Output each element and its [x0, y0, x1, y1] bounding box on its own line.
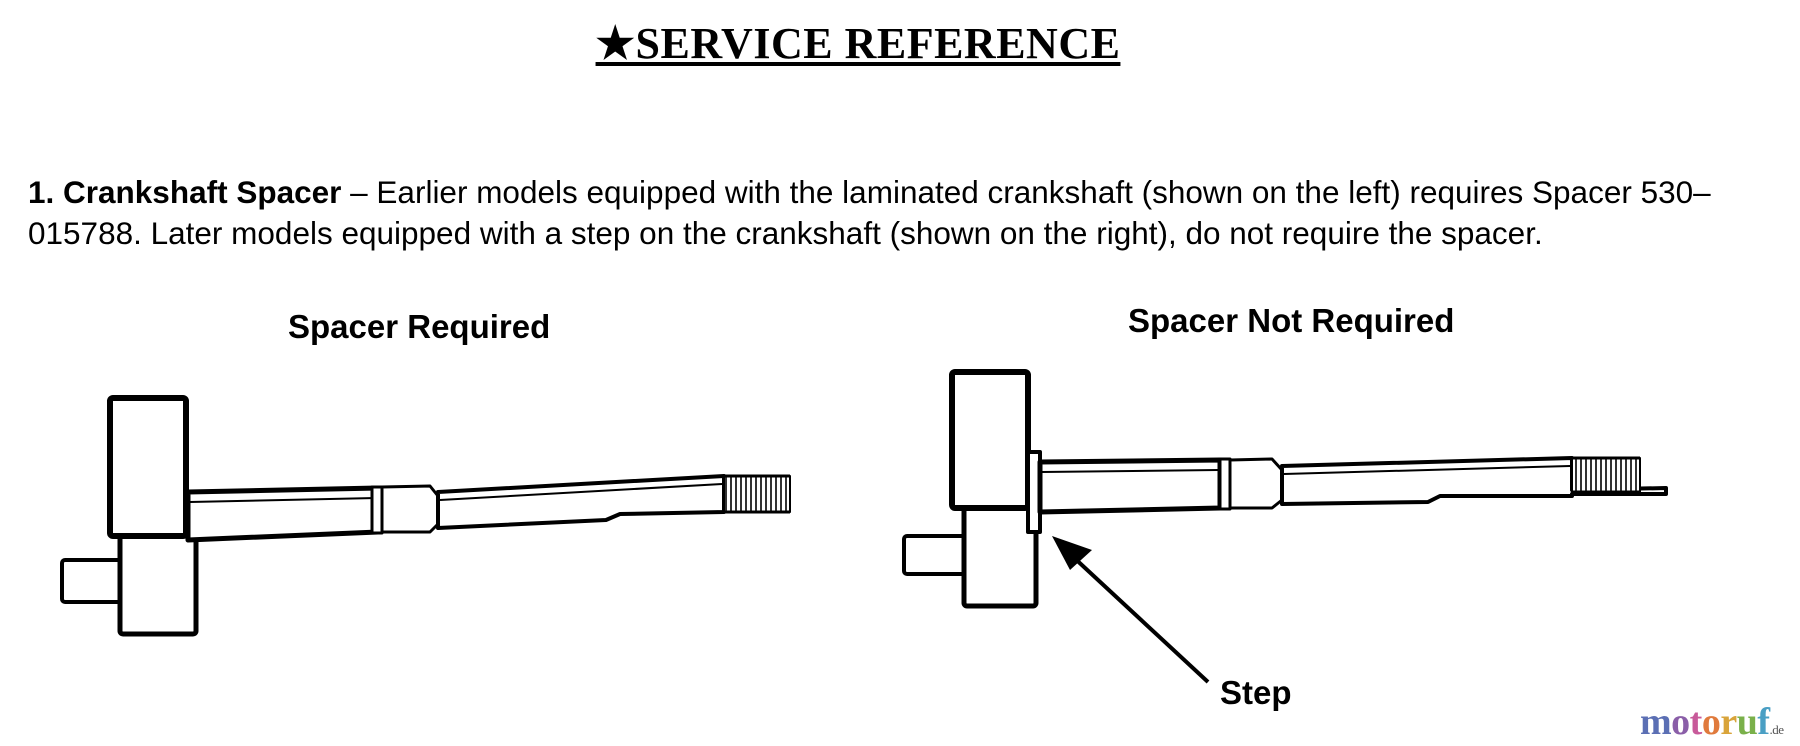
left-figure-caption: Spacer Required — [288, 308, 551, 345]
step-arrow — [1052, 536, 1210, 684]
watermark-letter: m — [1640, 701, 1672, 743]
watermark-text: motoruf — [1640, 701, 1770, 743]
watermark-suffix: .de — [1769, 722, 1784, 737]
right-crankshaft-drawing — [902, 369, 1668, 609]
watermark-letter: o — [1671, 701, 1690, 743]
item-heading: 1. Crankshaft Spacer — [28, 174, 342, 210]
item-paragraph: 1. Crankshaft Spacer – Earlier models eq… — [28, 172, 1788, 254]
watermark-letter: u — [1736, 701, 1758, 743]
watermark-logo: motoruf.de — [1640, 700, 1784, 744]
left-crankshaft-drawing — [60, 395, 791, 637]
watermark-letter: t — [1689, 701, 1703, 743]
watermark-letter: r — [1720, 701, 1737, 743]
title-text: SERVICE REFERENCE — [635, 19, 1121, 68]
star-icon: ★ — [595, 19, 636, 68]
step-label: Step — [1220, 674, 1292, 711]
watermark-letter: f — [1757, 701, 1770, 743]
page-title: ★SERVICE REFERENCE — [0, 18, 1716, 69]
item-body: Earlier models equipped with the laminat… — [28, 174, 1711, 251]
right-figure-caption: Spacer Not Required — [1128, 302, 1455, 339]
item-dash: – — [341, 174, 377, 210]
watermark-letter: o — [1701, 701, 1721, 743]
